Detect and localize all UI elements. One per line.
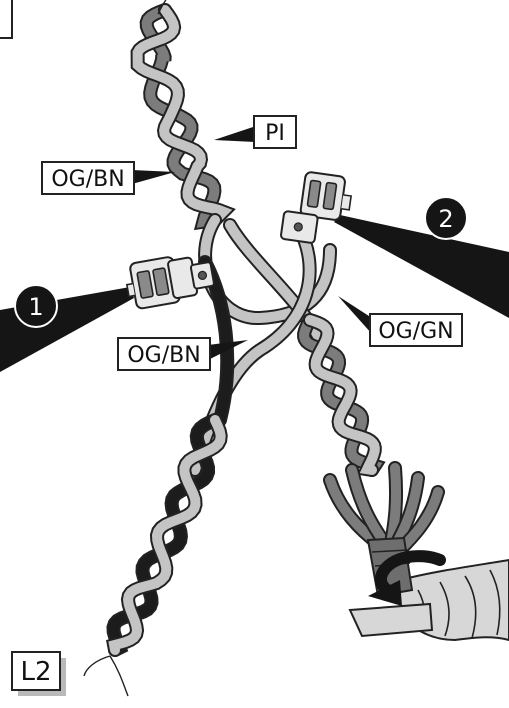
harness-sleeve bbox=[348, 558, 509, 642]
label-pi-text: PI bbox=[265, 121, 285, 146]
diagram-id-box: L2 bbox=[11, 651, 66, 696]
diagram-id-text: L2 bbox=[20, 657, 51, 687]
wire-top-b bbox=[132, 5, 233, 225]
connector-1 bbox=[125, 256, 215, 310]
label-og-gn: OG/GN bbox=[338, 296, 463, 347]
label-og-bn-mid-text: OG/BN bbox=[127, 343, 200, 368]
label-og-bn-mid: OG/BN bbox=[117, 337, 248, 371]
wire-lower-b bbox=[108, 415, 226, 655]
wire-right-b bbox=[305, 315, 380, 475]
callout-2-text: 2 bbox=[438, 205, 453, 233]
callout-1-text: 1 bbox=[28, 293, 43, 321]
label-og-gn-text: OG/GN bbox=[378, 319, 453, 344]
label-pi: PI bbox=[214, 115, 297, 149]
strand-bottom-a bbox=[83, 655, 111, 677]
label-og-bn-top: OG/BN bbox=[41, 161, 175, 195]
callout-2: 2 bbox=[424, 196, 468, 240]
callout-beam-2 bbox=[334, 215, 509, 318]
callout-1: 1 bbox=[14, 284, 58, 328]
rotate-arrow-icon bbox=[368, 550, 446, 606]
strand-top bbox=[157, 0, 167, 15]
label-og-bn-top-text: OG/BN bbox=[51, 167, 124, 192]
frame-corner bbox=[0, 0, 13, 39]
strand-bottom-b bbox=[109, 655, 129, 697]
wire-right-a bbox=[299, 315, 383, 475]
connector-2 bbox=[280, 171, 353, 244]
